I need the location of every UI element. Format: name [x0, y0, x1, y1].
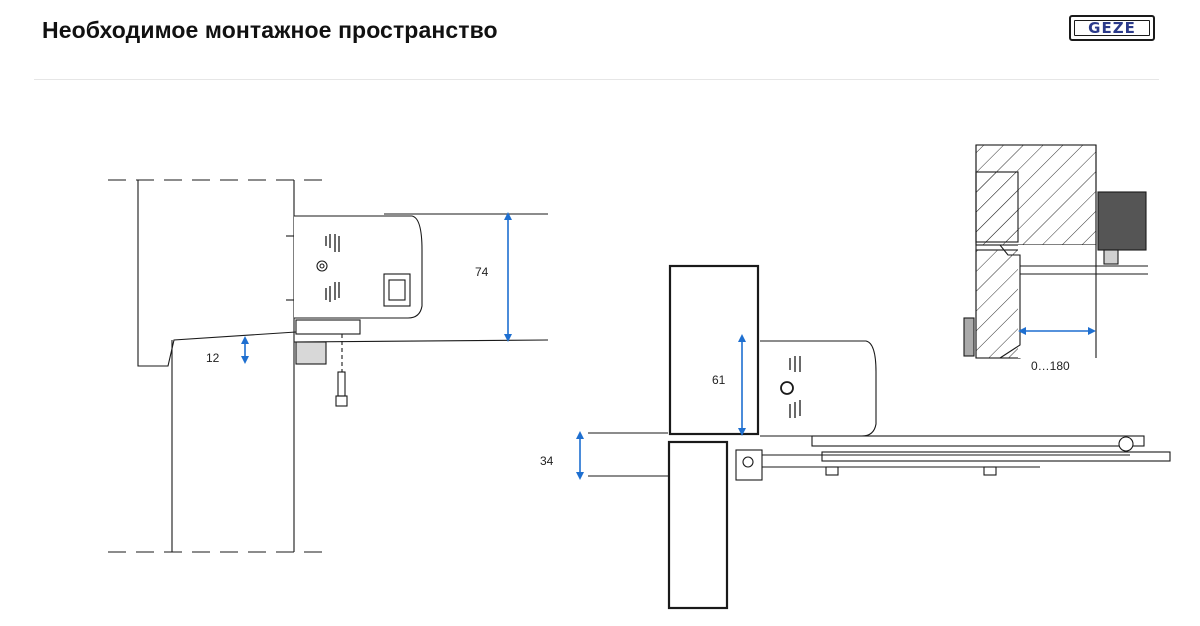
- dimension-label-74: 74: [475, 265, 489, 279]
- frame-profile: [137, 180, 297, 367]
- arm-bracket: [735, 449, 763, 481]
- motor-mount: [1103, 249, 1119, 265]
- dimension-label-61: 61: [712, 373, 726, 387]
- reveal-space: [1018, 245, 1096, 358]
- adjust-screw-icon: [316, 260, 328, 272]
- frame-hatch: [975, 171, 1019, 243]
- bracket-block: [295, 341, 327, 365]
- dimension-label-12: 12: [206, 351, 220, 365]
- slide-rail: [811, 435, 1145, 447]
- door-frame-block: [668, 264, 760, 436]
- header-divider: [34, 79, 1159, 80]
- page-title: Необходимое монтажное пространство: [42, 17, 498, 43]
- front-vent-bottom: [789, 400, 801, 418]
- closer-housing-front: [760, 340, 877, 437]
- display-window-inner: [388, 279, 406, 301]
- lower-rail: [821, 451, 1171, 462]
- bolt-left: [825, 466, 839, 476]
- front-adjust-screw-icon: [780, 381, 794, 395]
- door-hatch: [975, 249, 1021, 359]
- geze-logo: GEZE: [1069, 15, 1155, 41]
- arm-pivot: [742, 456, 754, 468]
- door-profile: [976, 244, 1021, 359]
- bolt-right: [983, 466, 997, 476]
- adjust-screw-center: [319, 263, 325, 269]
- threshold-block: [963, 317, 975, 357]
- closer-housing-side: [294, 215, 423, 319]
- logo-text: GEZE: [1088, 18, 1136, 37]
- mounting-plate: [295, 319, 361, 335]
- dimension-label-34: 34: [540, 454, 554, 468]
- display-window: [383, 273, 411, 307]
- vent-grille-top: [325, 234, 340, 252]
- closer-motor-block: [1097, 191, 1147, 251]
- front-vent-top: [789, 356, 801, 372]
- reveal-detail: [963, 144, 1148, 359]
- screw-head: [335, 395, 348, 407]
- base-line: [293, 339, 549, 343]
- side-section-view: [108, 179, 549, 553]
- door-leaf-block: [667, 440, 729, 610]
- slider-pivot: [1118, 436, 1134, 452]
- dimension-label-reveal: 0…180: [1031, 359, 1070, 373]
- vent-grille-bottom: [325, 282, 340, 302]
- screw-body: [337, 371, 346, 397]
